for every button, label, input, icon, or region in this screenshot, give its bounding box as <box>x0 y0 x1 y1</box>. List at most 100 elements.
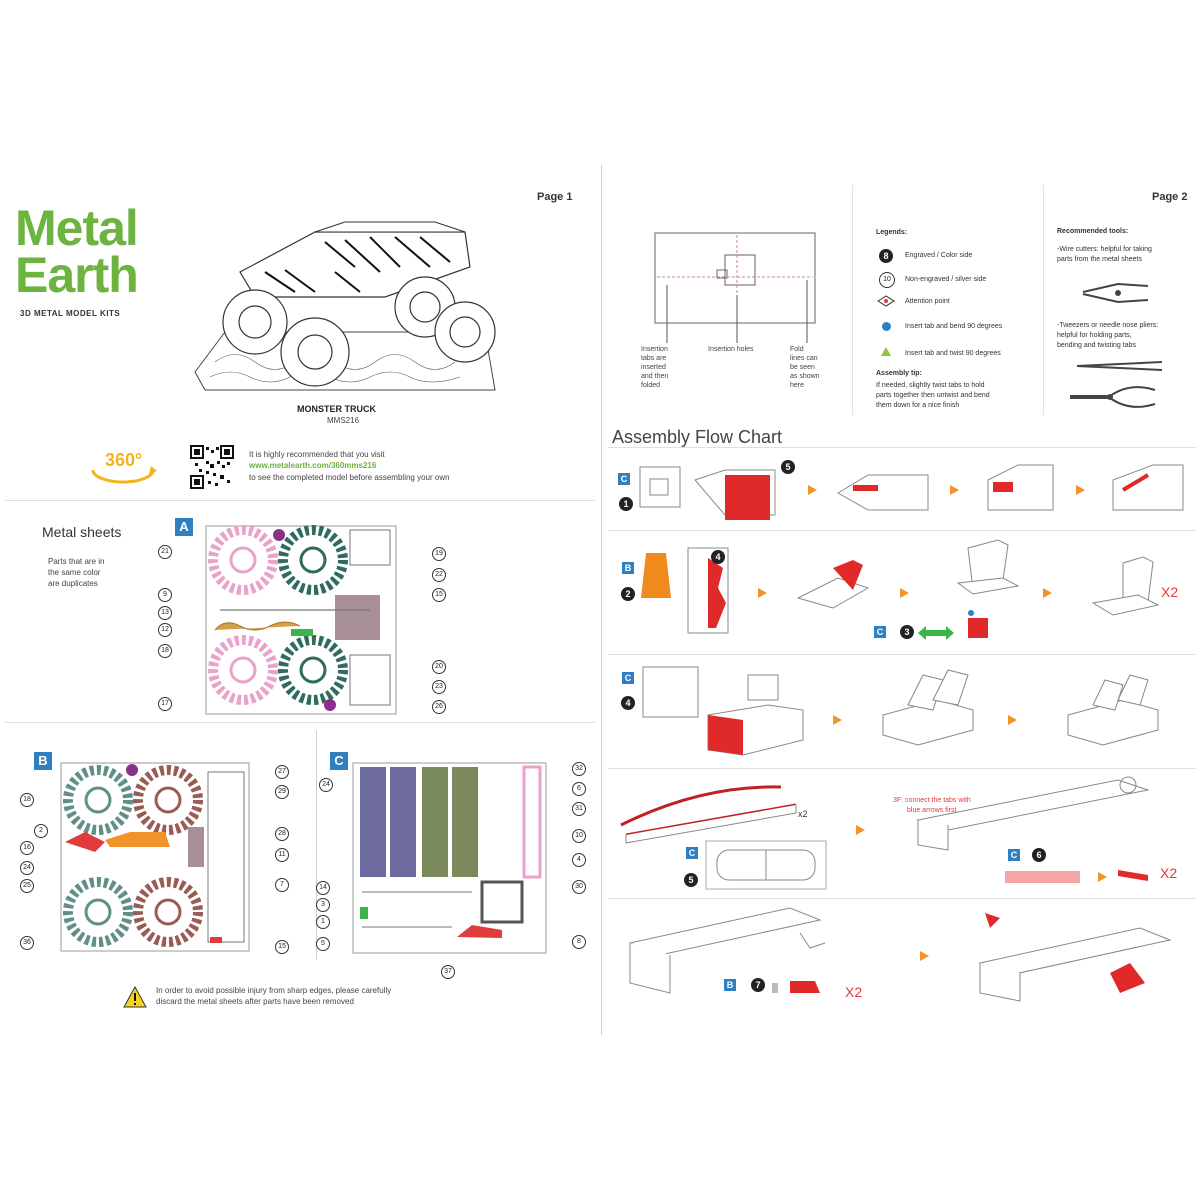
fold-lines-label-3: be seen <box>790 364 815 371</box>
flow-divider <box>608 530 1196 531</box>
flow-arrow <box>758 588 767 598</box>
step-4-assembly <box>707 674 804 756</box>
part-number: 8 <box>572 935 586 949</box>
part-number: 15 <box>275 940 289 954</box>
part-number: 22 <box>432 568 446 582</box>
part-number: 9 <box>158 588 172 602</box>
part-number: 13 <box>158 606 172 620</box>
step-1-stage-2 <box>837 474 929 511</box>
visit-text-1: It is highly recommended that you visit <box>249 450 385 459</box>
step-1-stage-4 <box>1112 464 1184 511</box>
flow-divider <box>608 898 1196 899</box>
insertion-holes-label: Insertion holes <box>708 346 754 353</box>
attention-point-icon <box>877 295 895 307</box>
flow-divider <box>608 768 1196 769</box>
needle-nose-pliers-icon <box>1070 386 1156 408</box>
part-number: 12 <box>158 623 172 637</box>
step-7-final-frame <box>978 913 1172 1002</box>
legends-title: Legends: <box>876 229 908 236</box>
sheet-label: C <box>874 626 886 638</box>
page-2-label: Page 2 <box>1152 191 1188 203</box>
multiplier-x2: X2 <box>1160 865 1178 881</box>
part-number: 37 <box>441 965 455 979</box>
flow-arrow <box>808 485 817 495</box>
visit-url-link[interactable]: www.metalearth.com/360mms216 <box>249 461 377 470</box>
part-number: 26 <box>432 700 446 714</box>
model-name: MONSTER TRUCK <box>297 404 376 414</box>
part-number: 18 <box>158 644 172 658</box>
step-1-red-part <box>694 469 776 520</box>
step-5-red-frame <box>620 785 797 844</box>
flow-arrow <box>920 951 929 961</box>
tool-2-text-1: -Tweezers or needle nose pliers: <box>1057 322 1159 329</box>
step-2-stage-2 <box>796 560 870 609</box>
360-arc-icon <box>91 466 157 484</box>
sheet-label: C <box>686 847 698 859</box>
sheet-a-diagram <box>205 525 397 715</box>
part-number: 27 <box>275 765 289 779</box>
multiplier-x2: X2 <box>1161 584 1179 600</box>
flow-arrow <box>856 825 865 835</box>
gear-pink-top <box>208 525 278 595</box>
assembly-tip-1: If needed, slightly twist tabs to hold <box>876 382 985 389</box>
step-4-part-outline <box>642 666 699 718</box>
flow-arrow <box>1008 715 1017 725</box>
part-number: 14 <box>316 881 330 895</box>
header-divider <box>1043 185 1044 415</box>
part-number: 6 <box>572 782 586 796</box>
360-badge[interactable]: 360° <box>88 448 158 484</box>
insertion-tabs-label-3: inserted <box>641 364 666 371</box>
step-6-pink-part <box>1005 871 1080 883</box>
header-divider <box>852 185 853 415</box>
insertion-tabs-label-5: folded <box>641 382 661 389</box>
insertion-diagram <box>654 232 816 343</box>
part-badge: 4 <box>711 550 725 564</box>
sheet-label: C <box>622 672 634 684</box>
legend-item-2: Non-engraved / silver side <box>905 276 987 283</box>
part-number: 25 <box>20 879 34 893</box>
step-1-part-outline <box>639 466 681 508</box>
step-number: 7 <box>751 978 765 992</box>
multiplier-small: x2 <box>798 809 808 819</box>
legend-item-1: Engraved / Color side <box>905 252 973 259</box>
step-4-stage-3 <box>1067 674 1159 746</box>
flow-divider <box>608 654 1196 655</box>
sheet-a-label: A <box>175 518 193 536</box>
assembly-tip-2: parts together then untwist and bend <box>876 392 990 399</box>
legend-item-3: Attention point <box>905 298 950 305</box>
fold-lines-label-1: Fold <box>790 346 804 353</box>
part-number: 28 <box>275 827 289 841</box>
step-5-row: x2 C 5 3F: connect the tabs with blue ar… <box>608 775 1196 895</box>
metal-sheets-note-2: the same color <box>48 568 101 577</box>
part-number: 15 <box>432 588 446 602</box>
legend-item-4: Insert tab and bend 90 degrees <box>905 323 1003 330</box>
connect-note-1: 3F: connect the tabs with <box>893 797 971 804</box>
flow-divider <box>608 447 1196 448</box>
step-number: 5 <box>684 873 698 887</box>
360-label: 360° <box>105 450 143 470</box>
section-divider <box>5 722 595 723</box>
sheet-b-label: B <box>34 752 52 770</box>
wire-cutters-icon <box>1082 282 1149 304</box>
step-2-final-seat <box>1091 556 1160 616</box>
step-7-row: B 7 X2 <box>608 903 1196 1013</box>
sheet-divider <box>316 730 317 960</box>
tweezers-icon <box>1076 361 1163 371</box>
brand-logo-line1: Metal <box>15 200 139 256</box>
part-number: 11 <box>275 848 289 862</box>
warning-text-2: discard the metal sheets after parts hav… <box>156 997 354 1006</box>
part-number: 32 <box>572 762 586 776</box>
part-number: 21 <box>158 545 172 559</box>
qr-code[interactable] <box>190 445 234 489</box>
metal-sheets-note-1: Parts that are in <box>48 557 105 566</box>
step-7-frame <box>628 907 826 994</box>
silver-side-icon: 10 <box>879 272 895 288</box>
flow-arrow <box>833 715 842 725</box>
bend-90-icon <box>882 322 891 331</box>
insertion-tabs-label-2: tabs are <box>641 355 667 362</box>
tool-2-text-3: bending and twisting tabs <box>1057 342 1136 349</box>
orange-seat-part <box>641 553 671 598</box>
tool-1-text-1: -Wire cutters: helpful for taking <box>1057 246 1152 253</box>
sheet-c-label: C <box>330 752 348 770</box>
warning-text-1: In order to avoid possible injury from s… <box>156 986 392 995</box>
